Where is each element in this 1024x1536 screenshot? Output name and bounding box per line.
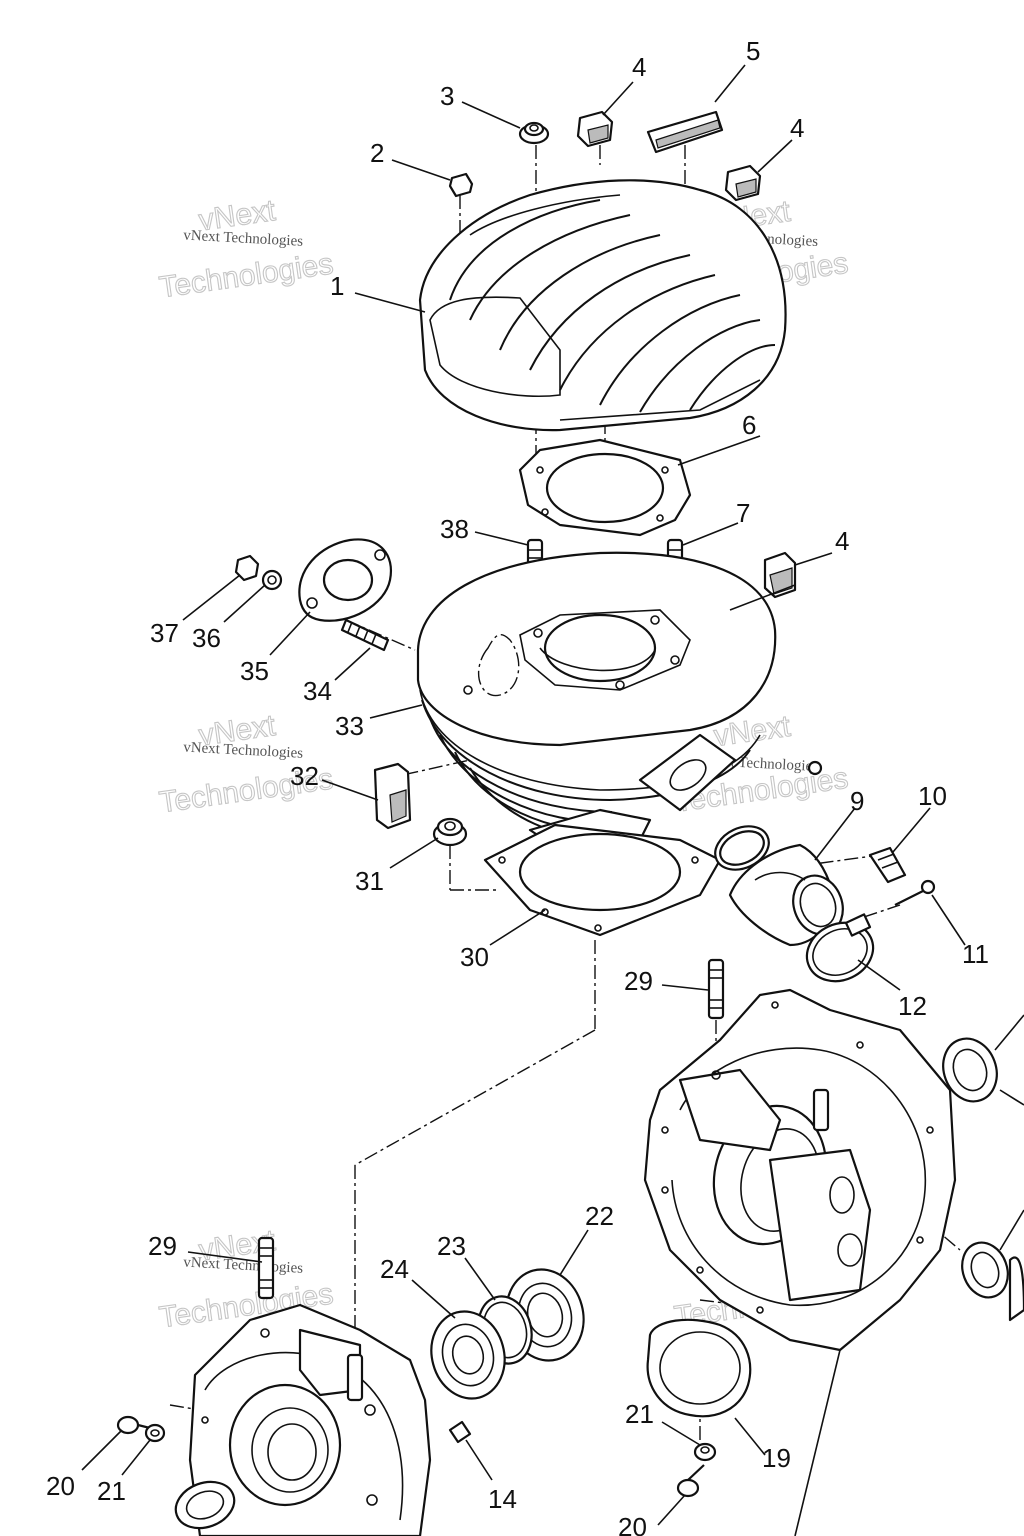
part-21-washer-left — [144, 1423, 166, 1443]
part-4-decal-block-top — [576, 110, 614, 148]
watermark-word-technologies: Technologies — [157, 247, 335, 304]
callout-4: 4 — [790, 113, 804, 143]
callout-3: 3 — [440, 81, 454, 111]
callout-20: 20 — [46, 1471, 75, 1501]
callout-leaders — [81, 64, 1024, 1536]
part-32-decal-block — [373, 762, 412, 830]
callout-6: 6 — [742, 410, 756, 440]
callout-5: 5 — [746, 36, 760, 66]
crankcase-right-half — [643, 988, 957, 1352]
part-14-dowel-pin — [448, 1420, 472, 1444]
callout-9: 9 — [850, 786, 864, 816]
part-10-screw — [868, 846, 907, 884]
part-20-bolt-right — [676, 1464, 705, 1498]
callout-20: 20 — [618, 1512, 647, 1536]
callout-30: 30 — [460, 942, 489, 972]
callout-19: 19 — [762, 1443, 791, 1473]
callout-2: 2 — [370, 138, 384, 168]
callout-23: 23 — [437, 1231, 466, 1261]
part-12-clamp — [805, 913, 875, 983]
callout-21: 21 — [625, 1399, 654, 1429]
part-31-flange-nut — [432, 817, 468, 847]
part-34-stud-fitting — [340, 618, 390, 652]
part-30-base-gasket — [483, 823, 722, 937]
callout-1: 1 — [330, 271, 344, 301]
callout-21: 21 — [97, 1476, 126, 1506]
part-11-bolt — [894, 879, 936, 906]
callout-33: 33 — [335, 711, 364, 741]
watermark-top-left: vNext Technologies vNext Technologies — [157, 194, 336, 306]
part-9-intake-boot — [728, 843, 844, 947]
callout-11: 11 — [962, 939, 989, 969]
part-33-cylinder — [416, 551, 777, 862]
o-ring — [714, 825, 770, 871]
part-2-nut — [448, 172, 474, 198]
seal-right-upper — [942, 1037, 998, 1103]
part-35-flange-plate — [298, 538, 393, 622]
callout-31: 31 — [355, 866, 384, 896]
crankcase-left-half — [188, 1303, 432, 1536]
callout-29: 29 — [624, 966, 653, 996]
callout-38: 38 — [440, 514, 469, 544]
callout-4: 4 — [835, 526, 849, 556]
callout-12: 12 — [898, 991, 927, 1021]
part-20-bolt-left — [116, 1415, 151, 1435]
callout-10: 10 — [918, 781, 947, 811]
part-5-decal-strip — [646, 110, 724, 154]
part-19-cover-gasket — [646, 1318, 752, 1418]
part-1-cylinder-head — [418, 179, 787, 432]
part-6-head-gasket — [518, 438, 692, 537]
stud-case-left — [346, 1353, 364, 1402]
callout-29: 29 — [148, 1231, 177, 1261]
callout-24: 24 — [380, 1254, 409, 1284]
callout-34: 34 — [303, 676, 332, 706]
watermark-small-text: vNext Technologies — [183, 228, 304, 250]
watermark-small-text: vNext Technologies — [183, 740, 304, 762]
callout-36: 36 — [192, 623, 221, 653]
part-36-washer — [261, 569, 283, 591]
callout-35: 35 — [240, 656, 269, 686]
part-4-decal-block-right — [724, 164, 762, 202]
part-3-flange-nut — [518, 121, 550, 145]
callout-14: 14 — [488, 1484, 517, 1514]
callout-22: 22 — [585, 1201, 614, 1231]
small-plug — [807, 760, 823, 776]
callout-4: 4 — [632, 52, 646, 82]
seal-right-lower — [961, 1241, 1024, 1322]
part-29-stud-lower — [257, 1236, 275, 1300]
seal-lower-left — [174, 1480, 236, 1530]
part-37-nut — [234, 554, 260, 582]
part-29-stud-upper — [707, 958, 725, 1020]
watermark-small-text: vNext Technologies — [183, 1255, 304, 1277]
callout-7: 7 — [736, 498, 750, 528]
callout-32: 32 — [290, 761, 319, 791]
callout-37: 37 — [150, 618, 179, 648]
callout-labels: 1 2 3 4 5 4 6 7 38 4 37 36 35 34 33 32 3… — [46, 36, 989, 1536]
part-24-bearing — [430, 1310, 506, 1400]
part-21-washer-right — [693, 1442, 717, 1462]
